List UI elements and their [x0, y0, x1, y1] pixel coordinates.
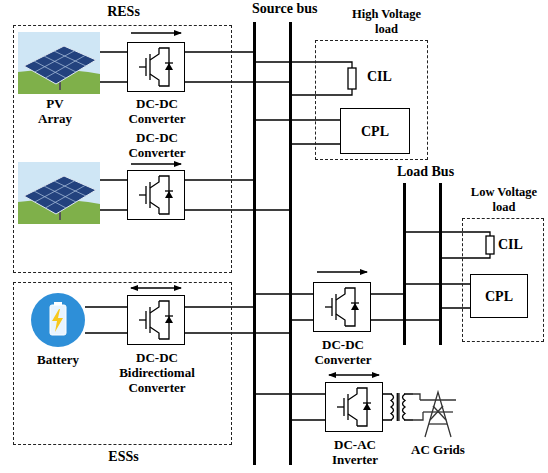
power-wire — [185, 52, 291, 82]
load-element: CIL — [480, 226, 540, 266]
node-label: CPL — [361, 124, 389, 139]
converter-box: DC-DC Converter — [127, 170, 185, 220]
node-label: CIL — [498, 237, 538, 252]
power-wire — [85, 307, 127, 333]
dashed-group: RESsDC-DC ConverterDC-DC Converter — [13, 25, 232, 273]
resistor-symbol — [480, 232, 494, 258]
pv-array-picture — [18, 32, 100, 94]
converter-box: DC-DC Bidirectiomal Converter — [127, 295, 185, 345]
node-label: DC-DC Converter — [303, 337, 383, 367]
power-wire — [185, 180, 291, 210]
node-label: DC-DC Converter — [117, 130, 197, 160]
switch-symbol — [139, 176, 173, 214]
pv-array-picture — [18, 162, 100, 224]
pv-wires — [100, 52, 127, 210]
power-wire — [255, 62, 346, 95]
node-label: Battery — [18, 352, 98, 367]
node-label: RESs — [14, 4, 233, 19]
transformer-symbol — [391, 388, 405, 426]
node-label: DC-AC Inverter — [315, 437, 395, 467]
component-label: PV Array — [30, 96, 80, 126]
node-label: AC Grids — [403, 442, 473, 457]
grid-node: AC Grids — [413, 388, 463, 438]
switch-symbol — [325, 288, 359, 326]
converter-box: DC-AC Inverter — [325, 382, 383, 432]
dashed-group: High Voltage loadCILCPL — [315, 40, 428, 160]
node-label: DC-DC Converter — [117, 96, 197, 126]
node-label: Source bus — [252, 1, 342, 16]
power-wire — [255, 294, 314, 320]
converter-box: DC-DC Converter — [127, 42, 185, 92]
node-label: CIL — [367, 69, 412, 84]
load-element: CIL — [345, 55, 415, 100]
node-label: ESSs — [14, 449, 233, 464]
bus-bar: Load Bus — [403, 183, 442, 345]
dashed-group: ESSsBatteryDC-DC Bidirectiomal Converter — [13, 282, 232, 445]
power-wire — [405, 284, 471, 308]
switch-symbol — [337, 388, 371, 426]
node-label: High Voltage load — [344, 7, 429, 37]
dashed-group: Low Voltage loadCILCPL — [462, 218, 544, 342]
switch-symbol — [139, 301, 173, 339]
load-box: CPL — [470, 274, 528, 318]
load-box: CPL — [340, 108, 410, 154]
battery-node: Battery — [31, 292, 85, 348]
power-wire — [255, 120, 341, 144]
power-wire — [405, 232, 481, 258]
transmission-tower — [413, 392, 456, 437]
node-label: Low Voltage load — [463, 185, 545, 215]
battery-icon — [31, 293, 85, 347]
power-wire — [185, 307, 291, 333]
resistor-symbol — [345, 62, 356, 95]
node-label: DC-DC Bidirectiomal Converter — [103, 350, 211, 395]
bus-bar: Source bus — [253, 22, 292, 465]
node-label: Load Bus — [388, 164, 463, 179]
node-label: CPL — [485, 289, 513, 304]
converter-box: DC-DC Converter — [313, 282, 371, 332]
switch-symbol — [139, 48, 173, 86]
